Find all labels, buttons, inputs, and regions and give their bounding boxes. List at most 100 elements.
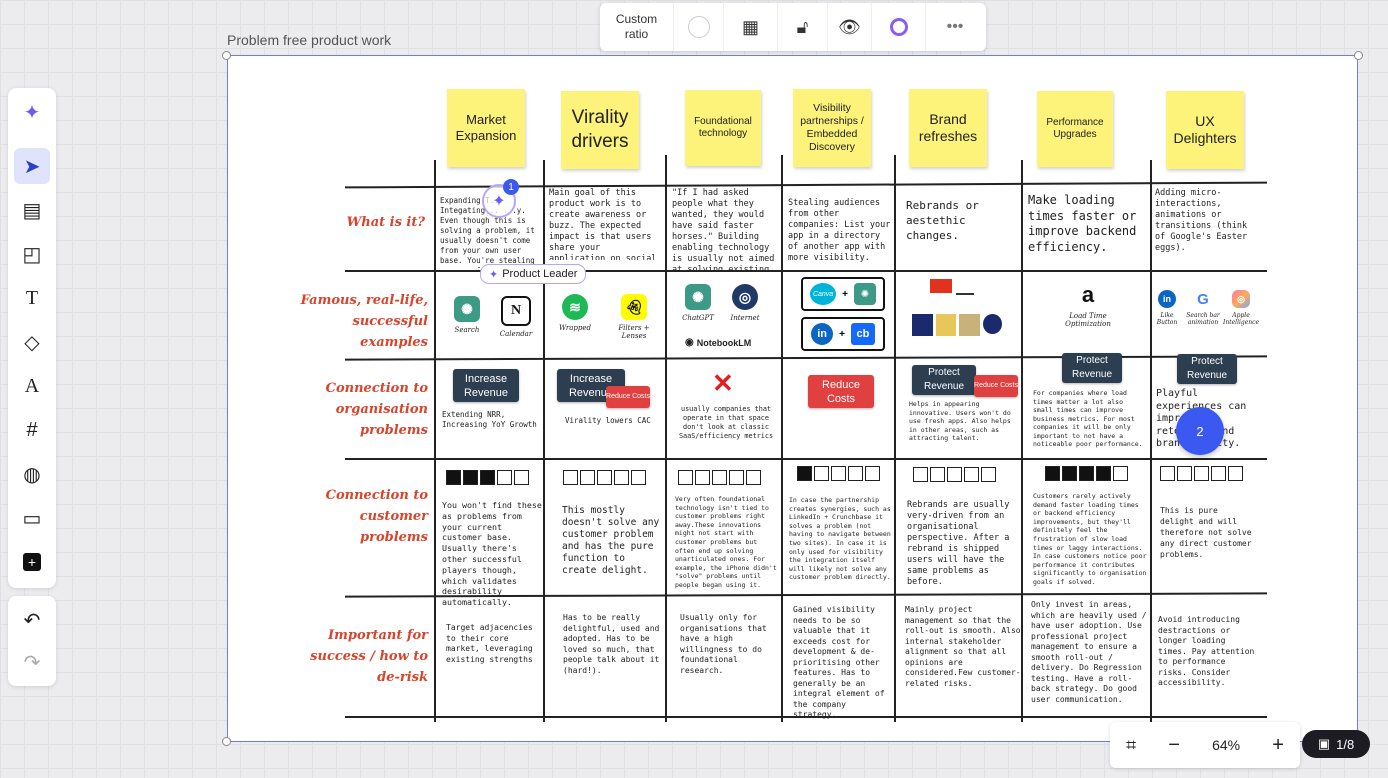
custom-ratio-button[interactable]: Custom ratio [600, 3, 674, 51]
chip-protect-revenue[interactable]: Protect Revenue [1177, 354, 1237, 384]
sticky-performance-upgrades[interactable]: Performance Upgrades [1037, 91, 1113, 167]
frame-title[interactable]: Problem free product work [227, 32, 392, 48]
cell-what-performance[interactable]: Make loading times faster or improve bac… [1028, 193, 1137, 254]
rating-square-filled [1045, 466, 1060, 481]
plus-icon[interactable]: + [14, 544, 50, 580]
example-brand-logos-top [930, 279, 978, 295]
more-button[interactable]: ••• [926, 3, 984, 51]
cell-customer-ux[interactable]: This is pure delight and will therefore … [1160, 506, 1252, 559]
sticky-ux-delighters[interactable]: UX Delighters [1166, 91, 1244, 169]
pen-icon[interactable]: A [24, 374, 40, 397]
chip-reduce-costs[interactable]: Reduce Costs [808, 375, 874, 408]
rating-square-empty [1194, 466, 1209, 481]
cell-customer-visibility[interactable]: In case the partnership creates synergie… [789, 496, 891, 582]
grid-line [1021, 160, 1023, 722]
left-toolbar: ✦ ➤ ▤ ◰ T ◇ A # ◍ ▭ + [8, 88, 56, 588]
cell-success-virality[interactable]: Has to be really delightful, used and ad… [563, 613, 660, 675]
custom-ratio-label: Custom ratio [615, 12, 658, 41]
rating-square-empty [729, 470, 744, 485]
eye-icon: 👁︎ [838, 16, 861, 37]
notebooklm-logo-icon: ◉ [685, 337, 694, 348]
rating-square-empty [695, 470, 710, 485]
chip-reduce-costs[interactable]: Reduce Costs [974, 375, 1018, 397]
gift-icon: ▣ [1317, 736, 1331, 751]
frame-icon[interactable]: # [26, 418, 38, 441]
chip-protect-revenue[interactable]: Protect Revenue [912, 365, 976, 395]
cell-customer-foundational[interactable]: Very often foundational technology isn't… [675, 495, 777, 589]
undo-icon[interactable]: ↶ [23, 609, 41, 632]
cell-what-brand[interactable]: Rebrands or aestethic changes. [906, 199, 979, 242]
cell-org-virality[interactable]: Virality lowers CAC [565, 416, 651, 425]
redo-icon[interactable]: ↷ [23, 651, 41, 674]
cursor-icon[interactable]: ➤ [14, 148, 50, 184]
brand-logo-icon [956, 279, 974, 295]
circle-icon [687, 16, 710, 38]
rating-square-filled [463, 470, 478, 485]
rating-square-filled [1062, 466, 1077, 481]
cell-org-market[interactable]: Extending NRR, Increasing YoY Growth [442, 410, 537, 429]
shapes-icon[interactable]: ◇ [24, 331, 40, 354]
chip-protect-revenue[interactable]: Protect Revenue [1062, 353, 1122, 383]
grid-line [1150, 160, 1152, 722]
board-frame[interactable] [227, 55, 1358, 742]
cell-success-performance[interactable]: Only invest in areas, which are heavily … [1031, 600, 1147, 704]
cell-customer-market[interactable]: You won't find these as problems from yo… [442, 500, 542, 608]
cell-success-ux[interactable]: Avoid introducing destractions or longer… [1158, 615, 1255, 687]
fit-frame-icon[interactable]: ⌗ [1126, 734, 1137, 755]
color-circle-button[interactable] [674, 3, 724, 51]
collaborator-cursor-badge[interactable]: 2 [1176, 407, 1224, 455]
sticky-virality-drivers[interactable]: Virality drivers [561, 91, 639, 169]
cell-customer-virality[interactable]: This mostly doesn't solve any customer p… [562, 505, 660, 576]
brand-logo-icon [912, 314, 933, 336]
cell-what-foundational[interactable]: "If I had asked people what they wanted,… [672, 188, 775, 270]
sticky-brand-refreshes[interactable]: Brand refreshes [909, 89, 987, 167]
cell-success-market[interactable]: Target adjacencies to their core market,… [446, 623, 533, 664]
ai-sparkle-icon[interactable]: ✦ [23, 101, 41, 124]
zoom-level[interactable]: 64% [1212, 737, 1241, 753]
cell-success-foundational[interactable]: Usually only for organisations that have… [680, 613, 767, 675]
resize-handle-bl[interactable] [222, 737, 231, 746]
zoom-in-button[interactable]: + [1272, 733, 1284, 756]
sticky-note-icon[interactable]: ◰ [22, 243, 42, 266]
example-brand-logos-bottom [912, 314, 1002, 338]
google-logo-icon: G [1194, 290, 1212, 308]
cell-what-ux[interactable]: Adding micro-interactions, animations or… [1155, 188, 1248, 253]
linkedin-logo-icon: in [811, 323, 834, 345]
cell-success-brand[interactable]: Mainly project management so that the ro… [905, 605, 1021, 688]
cell-org-foundational[interactable]: usually companies that operate in that s… [678, 405, 774, 440]
spotify-logo-icon: ≋ [562, 294, 588, 320]
resize-handle-tr[interactable] [1354, 51, 1363, 60]
resize-handle-tl[interactable] [222, 51, 231, 60]
style-button[interactable]: ▦ [724, 3, 778, 51]
sticky-market-expansion[interactable]: Market Expansion [447, 89, 525, 167]
rating-square-empty [514, 470, 529, 485]
example-chatgpt: ✺ChatGPT [678, 284, 718, 322]
sticky-visibility-partnerships[interactable]: Visibility partnerships / Embedded Disco… [793, 89, 871, 167]
text-icon[interactable]: T [25, 286, 39, 309]
chip-increase-revenue[interactable]: Increase Revenue [557, 369, 625, 402]
brand-button[interactable] [872, 3, 926, 51]
chip-increase-revenue[interactable]: Increase Revenue [453, 369, 519, 402]
cell-what-virality[interactable]: Main goal of this product work is to cre… [549, 188, 657, 260]
zoom-out-button[interactable]: − [1168, 733, 1180, 756]
comment-icon[interactable]: ▭ [22, 507, 42, 530]
lock-button[interactable]: 🔓︎ [778, 3, 828, 51]
cell-org-brand[interactable]: Helps in appearing innovative. Users won… [909, 400, 1011, 442]
snapchat-logo-icon: 👻︎ [621, 294, 647, 320]
page-indicator[interactable]: ▣1/8 [1302, 730, 1370, 758]
brand-logo-icon [983, 314, 1002, 334]
rating-square-empty [1228, 466, 1243, 481]
visibility-button[interactable]: 👁︎ [828, 3, 872, 51]
cell-customer-brand[interactable]: Rebrands are usually very-driven from an… [907, 500, 1010, 587]
rating-square-empty [614, 470, 629, 485]
cell-success-visibility[interactable]: Gained visibility needs to be so valuabl… [793, 605, 885, 719]
cell-org-performance[interactable]: For companies where load times matter a … [1033, 389, 1143, 448]
cell-customer-performance[interactable]: Customers rarely actively demand faster … [1033, 492, 1147, 586]
layout-icon[interactable]: ▤ [22, 199, 42, 222]
sticky-foundational-technology[interactable]: Foundational technology [685, 90, 761, 166]
chip-reduce-costs[interactable]: Reduce Costs [606, 386, 650, 408]
cell-what-visibility[interactable]: Stealing audiences from other companies:… [788, 198, 891, 263]
rating-square-empty [913, 467, 928, 482]
palette-icon[interactable]: ◍ [23, 463, 41, 486]
